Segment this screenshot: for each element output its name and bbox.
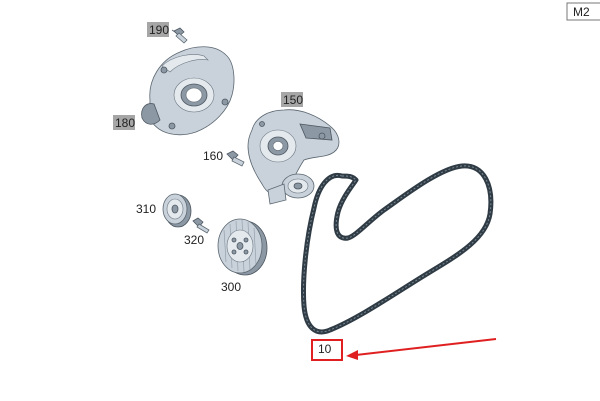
callout-label-180: 180 xyxy=(115,116,135,130)
pulley-310[interactable]: 310 xyxy=(136,193,192,228)
arrow-head-icon xyxy=(346,350,358,360)
callout-label-300: 300 xyxy=(221,280,241,294)
callout-label-190: 190 xyxy=(149,23,169,37)
highlight-box xyxy=(311,339,343,361)
tensioner-housing-180[interactable]: 180 xyxy=(113,46,235,136)
bolt-190[interactable]: 190 xyxy=(147,22,188,44)
bolt-160[interactable]: 160 xyxy=(203,149,245,167)
corner-tag-text: M2 xyxy=(573,5,590,19)
callout-label-320: 320 xyxy=(184,233,204,247)
callout-tag-180 xyxy=(113,115,135,130)
callout-label-160: 160 xyxy=(203,149,223,163)
highlight-arrow-line xyxy=(355,338,497,356)
corner-tag: M2 xyxy=(566,2,600,21)
pulley-300[interactable]: 300 xyxy=(217,218,268,294)
callout-label-150: 150 xyxy=(283,93,303,107)
drive-belt-10[interactable] xyxy=(301,163,494,335)
bolt-320[interactable]: 320 xyxy=(184,217,210,247)
callout-label-10: 10 xyxy=(318,342,332,356)
callout-tag-150 xyxy=(281,92,303,107)
callout-label-310: 310 xyxy=(136,202,156,216)
bracket-150[interactable]: 150 xyxy=(247,92,340,205)
callout-tag-190 xyxy=(147,22,169,37)
highlight-callout-10[interactable]: 10 xyxy=(311,338,497,361)
